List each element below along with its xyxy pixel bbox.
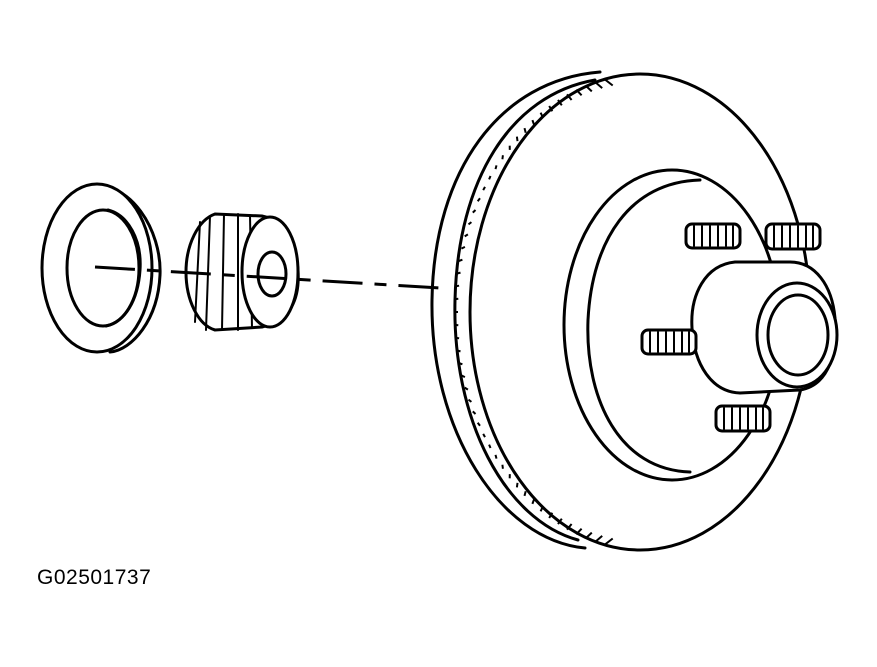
bearing-cone-face bbox=[240, 215, 300, 329]
cooling-fin-tick bbox=[594, 535, 603, 543]
assembly-axis-line bbox=[94, 265, 441, 290]
cooling-fin-tick bbox=[575, 89, 583, 96]
cooling-fin-tick bbox=[472, 209, 477, 214]
wheel-stud bbox=[714, 404, 772, 433]
cooling-fin-tick bbox=[575, 528, 583, 535]
cooling-fin-tick bbox=[476, 422, 481, 427]
cooling-fin-tick bbox=[472, 410, 477, 415]
rotor-hat-inner-edge bbox=[586, 178, 702, 474]
seal-lip bbox=[104, 208, 142, 328]
cooling-fin-tick bbox=[455, 284, 460, 288]
cooling-fin-tick bbox=[531, 498, 536, 505]
bearing-bore bbox=[256, 250, 288, 298]
cooling-fin-tick bbox=[482, 186, 486, 191]
cooling-fin-tick bbox=[460, 246, 466, 250]
cooling-fin-tick bbox=[488, 175, 492, 180]
cooling-fin-tick bbox=[566, 523, 573, 531]
cooling-fin-tick bbox=[557, 518, 563, 525]
cooling-fin-tick bbox=[548, 512, 554, 519]
cooling-fin-tick bbox=[539, 112, 544, 119]
cooling-fin-tick bbox=[456, 349, 461, 353]
cooling-fin-tick bbox=[494, 454, 498, 459]
cooling-fin-tick bbox=[494, 165, 498, 170]
cooling-fin-tick bbox=[604, 78, 614, 87]
cooling-fin-tick bbox=[464, 386, 469, 391]
cooling-fin-tick bbox=[539, 505, 544, 512]
cooling-fin-tick bbox=[467, 398, 473, 403]
cooling-fin-tick bbox=[515, 136, 519, 142]
cooling-fin-tick bbox=[585, 531, 593, 540]
wheel-stud bbox=[764, 222, 822, 251]
cooling-fin-tick bbox=[531, 119, 536, 126]
cooling-fin-tick bbox=[482, 433, 486, 438]
wheel-stud bbox=[684, 222, 742, 250]
cooling-fin-tick bbox=[557, 99, 563, 106]
cooling-fin-tick bbox=[458, 362, 463, 366]
cooling-fin-tick bbox=[523, 490, 527, 497]
rotor-cooling-fins bbox=[454, 78, 614, 546]
cooling-fin-tick bbox=[585, 84, 593, 93]
cooling-fin-tick bbox=[604, 537, 614, 546]
cooling-fin-tick bbox=[467, 221, 473, 226]
cooling-fin-tick bbox=[501, 464, 504, 469]
cooling-fin-tick bbox=[566, 93, 573, 101]
cooling-fin-tick bbox=[458, 258, 463, 262]
wheel-bearing bbox=[184, 212, 300, 332]
cooling-fin-tick bbox=[464, 233, 469, 238]
hub-bore-inner bbox=[766, 293, 830, 377]
rotor-rim-back-edge bbox=[430, 70, 602, 550]
cooling-fin-tick bbox=[501, 155, 504, 160]
cooling-fin-tick bbox=[455, 336, 460, 340]
cooling-fin-tick bbox=[476, 197, 481, 202]
cooling-fin-tick bbox=[460, 374, 466, 378]
cooling-fin-tick bbox=[456, 271, 461, 275]
rotor-assembly bbox=[430, 70, 839, 552]
cooling-fin-tick bbox=[523, 127, 527, 134]
hub-bore-outer bbox=[755, 281, 839, 389]
wheel-stud bbox=[640, 328, 698, 356]
cooling-fin-tick bbox=[488, 444, 492, 449]
cooling-fin-tick bbox=[515, 482, 519, 488]
cooling-fin-tick bbox=[594, 81, 603, 89]
figure-code-label: G02501737 bbox=[37, 566, 152, 589]
cooling-fin-tick bbox=[548, 105, 554, 112]
